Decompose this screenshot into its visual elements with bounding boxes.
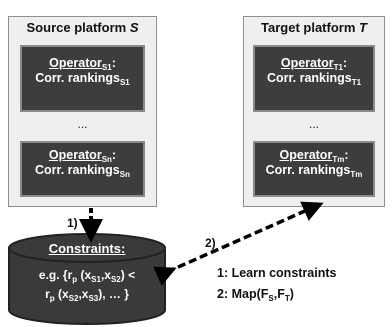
constraints-example-line2: rp (xS2,xS3), … } bbox=[45, 287, 129, 303]
arrow-map bbox=[153, 201, 324, 286]
legend-item-map: 2: Map(FS,FT) bbox=[217, 287, 294, 303]
target-operator-t1: OperatorT1: Corr. rankingsT1 bbox=[253, 45, 375, 112]
arrow1-label: 1) bbox=[67, 216, 78, 230]
source-operator-s1: OperatorS1: Corr. rankingsS1 bbox=[20, 45, 145, 112]
target-ellipsis: ... bbox=[308, 117, 319, 131]
source-operator-sn: OperatorSn: Corr. rankingsSn bbox=[20, 141, 145, 197]
constraints-cylinder bbox=[8, 233, 166, 325]
target-operator-tm: OperatorTm: Corr. rankingsTm bbox=[253, 141, 375, 197]
constraints-example-line1: e.g. {rp (xS1,xS2) < bbox=[38, 268, 136, 284]
target-platform-title: Target platform T bbox=[261, 20, 367, 35]
constraints-title: Constraints: bbox=[48, 241, 126, 256]
arrow2-label: 2) bbox=[205, 236, 216, 250]
legend-item-learn: 1: Learn constraints bbox=[217, 266, 337, 280]
source-ellipsis: ... bbox=[77, 117, 88, 131]
source-platform-title: Source platform S bbox=[26, 20, 139, 35]
